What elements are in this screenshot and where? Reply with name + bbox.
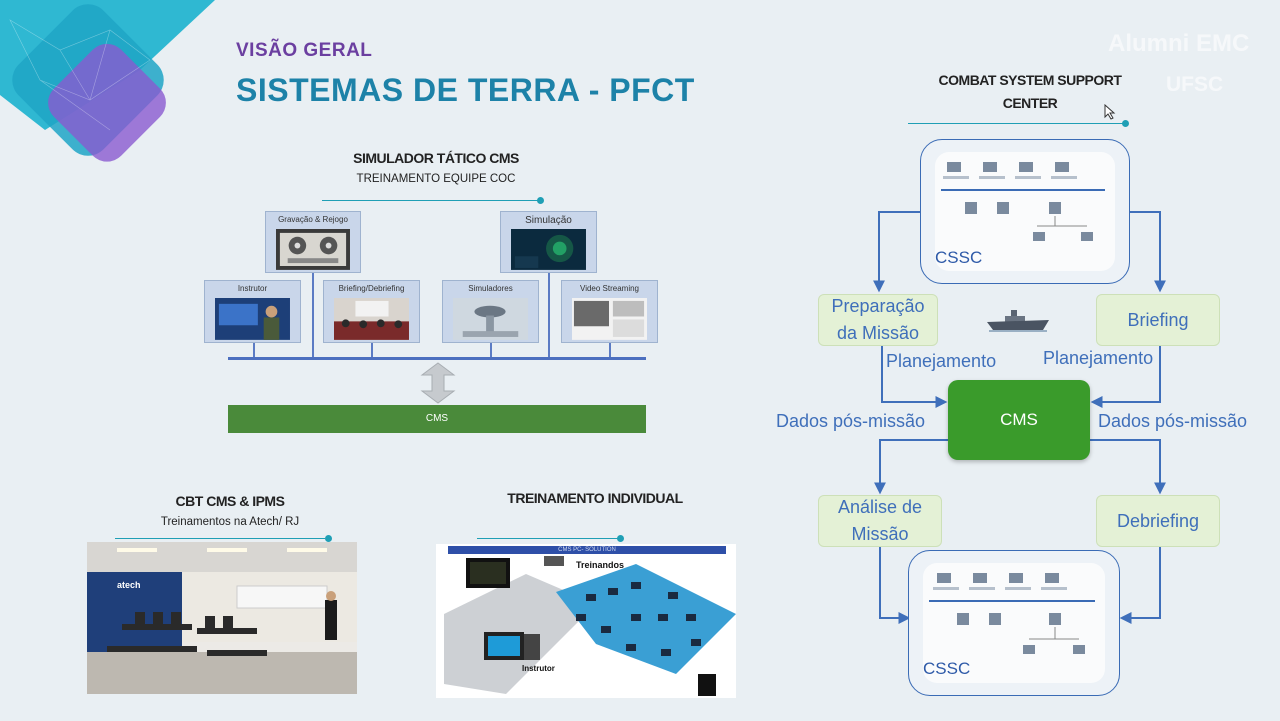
instrutor-label: Instrutor: [522, 664, 555, 673]
corner-logo-graphic: [0, 0, 215, 162]
node-briefing-label: Briefing: [1127, 309, 1189, 330]
network-isometric-image: [444, 556, 736, 696]
module-video: Video Streaming: [561, 280, 658, 343]
module-gravacao-label: Gravação & Rejogo: [278, 215, 348, 224]
simulator-underline: [322, 200, 540, 201]
module-simuladores: Simuladores: [442, 280, 539, 343]
radar-screen-image: [511, 229, 586, 270]
connector-simulacao: [548, 272, 550, 358]
connector-video: [609, 342, 611, 358]
simulator-network-bus: [228, 357, 646, 360]
individual-underline: [477, 538, 619, 539]
ship-icon: [987, 310, 1049, 332]
cbt-title: CBT CMS & IPMS: [175, 493, 285, 509]
support-underline-dot: [1122, 120, 1129, 127]
cbt-underline-dot: [325, 535, 332, 542]
cms-central-node: CMS: [948, 380, 1090, 460]
cssc-top-label: CSSC: [935, 248, 983, 267]
cssc-top-box: CSSC: [920, 139, 1130, 284]
cbt-classroom-photo: atech: [87, 542, 357, 694]
module-instrutor: Instrutor: [204, 280, 301, 343]
cssc-top-workstations-icon: [941, 162, 1105, 241]
treinandos-label: Treinandos: [576, 560, 625, 570]
dados-pos-right-label: Dados pós-missão: [1098, 411, 1248, 431]
connector-instrutor: [253, 342, 255, 358]
reel-recorder-image: [276, 229, 350, 270]
cms-central-label: CMS: [1000, 410, 1038, 429]
watermark-alumni: Alumni EMC: [1108, 30, 1250, 57]
watermark-ufsc: UFSC: [1166, 73, 1224, 96]
node-debriefing-label: Debriefing: [1116, 510, 1200, 531]
module-simulacao: Simulação: [500, 211, 597, 273]
simulator-radar-image: [453, 298, 528, 340]
atech-logo-text: atech: [117, 580, 141, 590]
support-underline: [908, 123, 1124, 124]
cbt-underline: [115, 538, 325, 539]
connector-gravacao: [312, 272, 314, 358]
module-simuladores-label: Simuladores: [468, 284, 513, 293]
instructor-photo-image: [215, 298, 290, 340]
section-subtitle: VISÃO GERAL: [236, 40, 373, 61]
planejamento-left-label: Planejamento: [886, 351, 997, 371]
mouse-cursor-icon: [1104, 104, 1116, 120]
connector-simuladores: [490, 342, 492, 358]
connector-briefing: [371, 342, 373, 358]
node-analise-missao: Análise de Missão: [818, 495, 942, 547]
cssc-bottom-workstations-icon: [929, 573, 1095, 654]
node-briefing: Briefing: [1096, 294, 1220, 346]
node-debriefing: Debriefing: [1096, 495, 1220, 547]
module-video-label: Video Streaming: [580, 284, 639, 293]
cms-pc-banner: CMS PC- SOLUTION: [448, 546, 726, 554]
bidirectional-arrow-icon: [420, 362, 456, 404]
simulator-subtitle: TREINAMENTO EQUIPE COC: [356, 173, 516, 185]
node-preparacao-missao: Preparação da Missão: [818, 294, 938, 346]
classroom-image: [87, 542, 357, 694]
dados-pos-left-label: Dados pós-missão: [776, 411, 926, 431]
module-briefing: Briefing/Debriefing: [323, 280, 420, 343]
simulator-underline-dot: [537, 197, 544, 204]
cssc-bottom-box: CSSC: [908, 550, 1120, 696]
module-gravacao: Gravação & Rejogo: [265, 211, 361, 273]
simulator-cms-bar: CMS: [228, 405, 646, 433]
individual-underline-dot: [617, 535, 624, 542]
module-instrutor-label: Instrutor: [237, 284, 268, 293]
node-analise-line2: Missão: [851, 524, 909, 544]
video-streaming-image: [572, 298, 647, 340]
individual-training-diagram: CMS PC- SOLUTION Treinandos Instrutor: [436, 544, 736, 698]
cssc-bottom-label: CSSC: [923, 659, 971, 678]
planejamento-right-label: Planejamento: [1043, 348, 1154, 368]
individual-title: TREINAMENTO INDIVIDUAL: [507, 490, 683, 506]
support-title-line1: COMBAT SYSTEM SUPPORT: [938, 72, 1122, 88]
cbt-subtitle: Treinamentos na Atech/ RJ: [160, 516, 300, 528]
node-preparacao-line2: da Missão: [836, 323, 920, 343]
module-briefing-label: Briefing/Debriefing: [338, 284, 405, 293]
support-title-line2: CENTER: [1002, 95, 1058, 111]
module-simulacao-label: Simulação: [525, 215, 572, 226]
page-title: SISTEMAS DE TERRA - PFCT: [236, 72, 695, 108]
node-analise-line1: Análise de: [837, 497, 923, 517]
briefing-room-image: [334, 298, 409, 340]
node-preparacao-line1: Preparação: [831, 296, 925, 316]
simulator-title: SIMULADOR TÁTICO CMS: [353, 150, 519, 166]
